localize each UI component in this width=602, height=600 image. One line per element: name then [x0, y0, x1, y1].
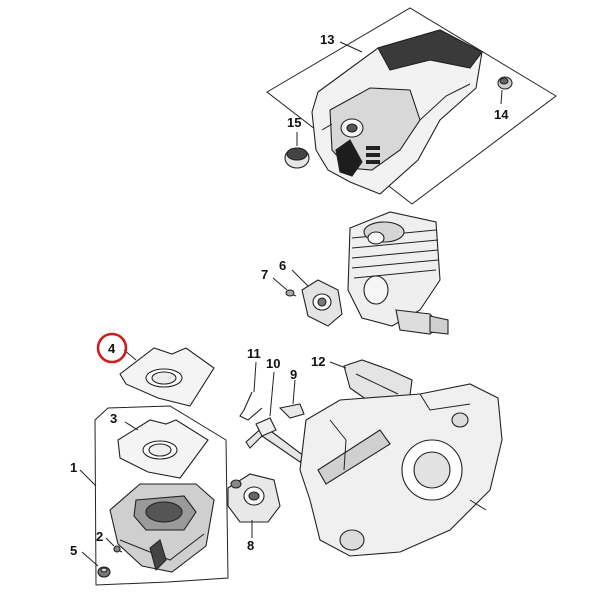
callout-4[interactable]: 4: [108, 341, 116, 356]
callout-11[interactable]: 11: [247, 346, 261, 361]
callout-13[interactable]: 13: [320, 32, 334, 47]
callout-8[interactable]: 8: [247, 538, 254, 553]
callout-7[interactable]: 7: [261, 267, 268, 282]
callout-10[interactable]: 10: [266, 356, 280, 371]
shroud-cover[interactable]: [311, 29, 483, 195]
callout-5[interactable]: 5: [70, 543, 77, 558]
callout-9[interactable]: 9: [290, 367, 297, 382]
callout-1[interactable]: 1: [70, 460, 77, 475]
flange-screw[interactable]: [285, 289, 297, 297]
leader-lines: [79, 41, 503, 567]
crankcase: [299, 383, 503, 557]
callout-3[interactable]: 3: [110, 411, 117, 426]
cylinder-assembly: [347, 211, 449, 335]
air-filter-top[interactable]: [119, 347, 215, 407]
callout-2[interactable]: 2: [96, 529, 103, 544]
callout-15[interactable]: 15: [287, 115, 301, 130]
carburetor-box[interactable]: [109, 483, 215, 573]
shroud-nut[interactable]: [497, 76, 513, 90]
callout-labels: 13 15 14 7 6 4 3 1 2 5 11 10 9 8 12: [70, 32, 509, 558]
intake-flange[interactable]: [301, 279, 343, 327]
box-screw[interactable]: [113, 545, 123, 553]
shroud-knob[interactable]: [284, 147, 310, 169]
callout-6[interactable]: 6: [279, 258, 286, 273]
throttle-lever[interactable]: [278, 403, 305, 419]
air-filter-lower[interactable]: [117, 419, 209, 479]
choke-shaft[interactable]: [245, 417, 305, 463]
highlight-ring: [96, 332, 128, 364]
callout-14[interactable]: 14: [494, 107, 509, 122]
carburetor[interactable]: [227, 473, 281, 523]
filter-housing-frame: [94, 405, 229, 586]
throttle-rod[interactable]: [239, 391, 263, 421]
nut-small[interactable]: [97, 566, 111, 578]
callout-12[interactable]: 12: [311, 354, 325, 369]
